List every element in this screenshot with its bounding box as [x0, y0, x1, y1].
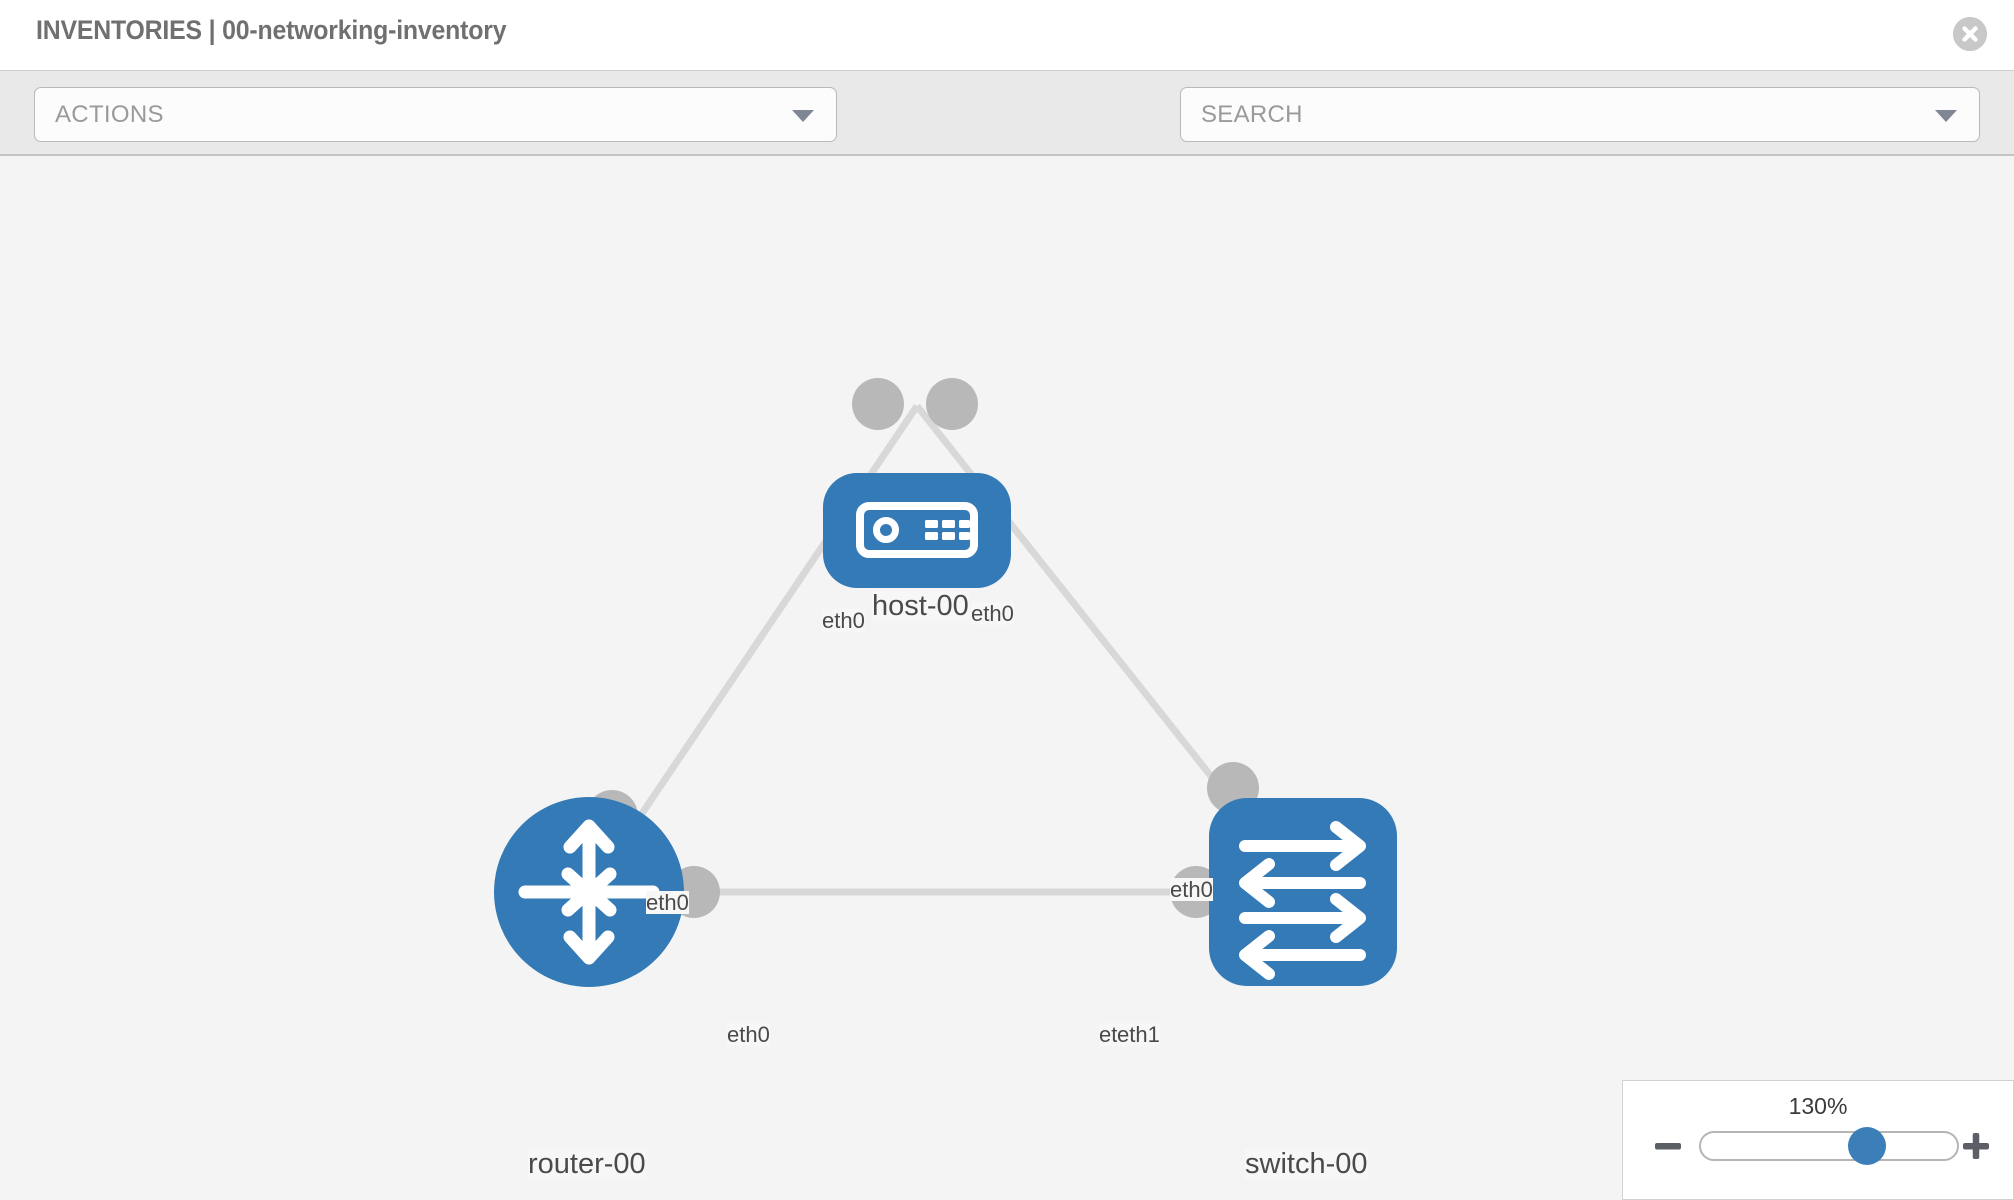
node-label-switch-00: switch-00: [1245, 1148, 1368, 1180]
search-placeholder-label: SEARCH: [1201, 101, 1303, 128]
chevron-down-icon[interactable]: [1935, 109, 1957, 122]
node-switch-00: [1209, 798, 1397, 986]
node-router-00: [494, 797, 684, 987]
zoom-slider-thumb[interactable]: [1848, 1127, 1886, 1165]
plus-icon[interactable]: [1959, 1129, 1993, 1163]
server-icon: [856, 502, 978, 558]
edge-label-host-right-eth0: eth0: [971, 601, 1014, 626]
actions-dropdown-label: ACTIONS: [55, 101, 164, 128]
router-arrows-icon: [518, 819, 660, 965]
edge-label-switch-up-eth0: eth0: [1170, 877, 1213, 902]
search-input[interactable]: SEARCH: [1180, 87, 1980, 142]
topology-graph: [494, 378, 1397, 987]
node-host-00-shape: [823, 473, 1011, 588]
topology-canvas[interactable]: host-00 router-00 switch-00 eth0 eth0 et…: [0, 156, 2014, 1200]
close-icon[interactable]: [1953, 17, 1987, 51]
minus-icon[interactable]: [1651, 1129, 1685, 1163]
zoom-level-value: 130%: [1788, 1093, 1848, 1119]
chevron-down-icon: [792, 109, 814, 122]
edge-label-switch-left-eth1: eth1: [1117, 1022, 1160, 1047]
node-label-router-00: router-00: [528, 1148, 646, 1180]
port-layer: [586, 378, 1259, 918]
actions-dropdown[interactable]: ACTIONS: [34, 87, 837, 142]
node-label-host-00: host-00: [872, 590, 969, 622]
toolbar: ACTIONS SEARCH: [0, 70, 2014, 204]
port-host-right: [926, 378, 978, 430]
port-host-left: [852, 378, 904, 430]
switch-arrows-icon: [1239, 821, 1366, 980]
edge-label-host-left-eth0: eth0: [822, 608, 865, 633]
node-host-00: [823, 473, 1011, 588]
zoom-control-panel: 130%: [1622, 1080, 2014, 1200]
zoom-slider[interactable]: [1699, 1127, 1959, 1165]
edge-label-router-right-eth0: eth0: [727, 1022, 770, 1047]
page-header: INVENTORIES | 00-networking-inventory: [0, 0, 2014, 70]
edge-label-router-up-eth0: eth0: [646, 890, 689, 915]
page-title: INVENTORIES | 00-networking-inventory: [36, 15, 507, 45]
